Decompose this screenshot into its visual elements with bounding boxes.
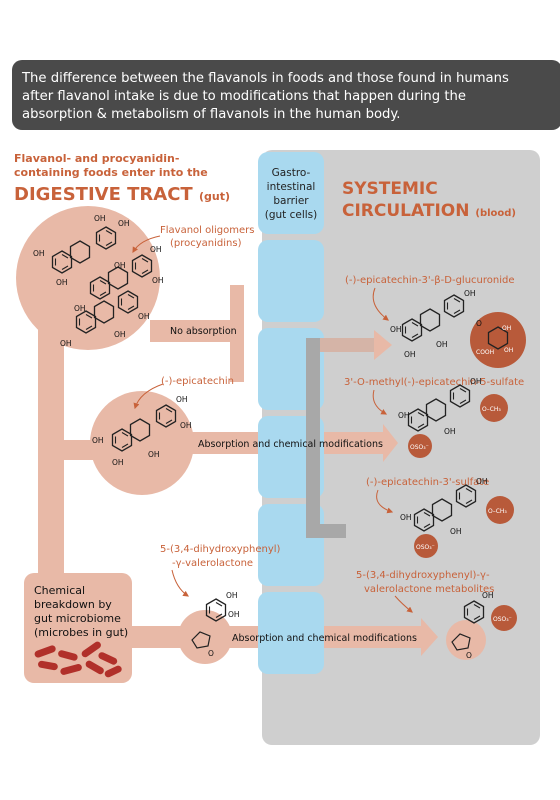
svg-text:O: O [466,651,472,660]
epicatechin-circle [90,391,194,495]
svg-text:OH: OH [176,395,188,404]
svg-text:OH: OH [504,347,513,354]
header-line-2: after flavanol intake is due to modifica… [22,89,466,104]
metabolite-4-label-1: 5-(3,4-dihydroxyphenyl)-γ- [356,570,490,581]
epicatechin-sulfate-molecule: OH OH OH OSO₃⁻ O–CH₃ [400,477,514,558]
bacteria-icons [34,641,122,678]
epicatechin-molecule: OH OH OH OH OH [92,395,192,467]
svg-text:OH: OH [152,276,164,285]
barrier-line-4: (gut cells) [265,209,318,221]
svg-text:OH: OH [56,278,68,287]
glucuronide-molecule: OH O OH OH OH COOH OH OH [390,289,526,368]
valerolactone-pointer [171,569,189,597]
circulation-arrow-1 [374,330,392,360]
svg-text:OH: OH [444,427,456,436]
digestive-tract-title-text: DIGESTIVE TRACT [14,184,193,205]
svg-text:OH: OH [436,340,448,349]
oligomers-label-2: (procyanidins) [170,238,242,249]
svg-text:O: O [476,319,482,328]
svg-text:OH: OH [470,377,482,386]
svg-text:OSO₃⁻: OSO₃⁻ [410,444,429,451]
microbiome-line-3: gut microbiome [34,612,121,625]
valerolactone-molecule: OH OH O [191,591,240,658]
metabolite-2-pointer [372,389,388,415]
svg-text:O–CH₃: O–CH₃ [482,406,501,413]
svg-text:OH: OH [112,458,124,467]
svg-text:OH: OH [450,527,462,536]
svg-text:OSO₃⁻: OSO₃⁻ [416,544,435,551]
systemic-title-2: CIRCULATION (blood) [342,201,516,221]
svg-text:OH: OH [404,350,416,359]
methyl-sulfate-molecule: OH OH OH OSO₃⁻ O–CH₃ [398,377,508,458]
gut-intro-line-2: containing foods enter into the [14,166,208,179]
microbiome-line-4: (microbes in gut) [34,626,128,639]
barrier-line-2: intestinal [267,181,316,193]
header-line-3: absorption & metabolism of flavanols in … [22,107,401,122]
svg-text:O–CH₃: O–CH₃ [488,508,507,515]
svg-text:OH: OH [92,436,104,445]
svg-text:OH: OH [226,591,238,600]
absorption-label-1: Absorption and chemical modifications [198,439,383,450]
svg-text:O: O [208,649,214,658]
oligomers-pointer [132,235,161,254]
systemic-title-1: SYSTEMIC [342,179,438,199]
svg-text:COOH: COOH [476,349,494,356]
valerolactone-metabolite-molecule: OH OSO₃⁻ O [446,591,517,660]
metabolite-1-pointer [372,287,389,321]
no-absorption-label: No absorption [170,326,237,337]
oligomers-label-1: Flavanol oligomers [160,225,254,236]
valerolactone-label-2: -γ-valerolactone [172,558,253,569]
digestive-tract-title: DIGESTIVE TRACT (gut) [14,184,230,205]
oligomer-circle [16,206,160,350]
svg-text:OH: OH [118,219,130,228]
svg-text:OH: OH [398,411,410,420]
metabolite-1-label: (-)-epicatechin-3'-β-D-glucuronide [345,275,515,286]
metabolite-4-pointer [394,595,413,613]
barrier-line-1: Gastro- [272,167,311,179]
absorption-label-2: Absorption and chemical modifications [232,633,417,644]
valerolactone-label-1: 5-(3,4-dihydroxyphenyl) [160,544,281,555]
svg-text:OH: OH [150,245,162,254]
systemic-title-suffix: (blood) [475,208,516,219]
svg-text:OH: OH [476,477,488,486]
systemic-title-2-text: CIRCULATION [342,201,469,221]
svg-text:OH: OH [390,325,402,334]
metabolite-4-label-2: valerolactone metabolites [364,584,494,595]
digestive-tract-title-suffix: (gut) [199,190,230,203]
gut-intro-line-1: Flavanol- and procyanidin- [14,152,179,165]
header-banner [12,60,560,130]
svg-text:OH: OH [114,261,126,270]
barrier-line-3: barrier [273,195,309,207]
systemic-panel [262,150,540,745]
svg-text:OH: OH [33,249,45,258]
svg-text:OH: OH [400,513,412,522]
valerolactone-circle [178,610,232,664]
no-absorption-wall [230,285,244,382]
epicatechin-pointer [133,383,164,410]
microbiome-line-1: Chemical [34,584,85,597]
svg-text:OH: OH [114,330,126,339]
header-line-1: The difference between the flavanols in … [21,71,509,86]
svg-text:OH: OH [94,214,106,223]
svg-text:OH: OH [180,421,192,430]
microbiome-line-2: breakdown by [34,598,112,611]
svg-text:OH: OH [60,339,72,348]
svg-text:OH: OH [482,591,494,600]
procyanidin-molecule: OH OH OH OH OH OH OH OH OH OH OH [33,214,164,348]
svg-text:OH: OH [502,325,511,332]
svg-text:OH: OH [464,289,476,298]
metabolite-3-pointer [376,489,394,514]
svg-text:OH: OH [228,610,240,619]
svg-text:OH: OH [138,312,150,321]
epicatechin-label: (-)-epicatechin [161,376,234,387]
svg-text:OH: OH [74,304,86,313]
svg-text:OH: OH [148,450,160,459]
metabolite-3-label: (-)-epicatechin-3'-sulfate [366,477,489,488]
svg-text:OSO₃⁻: OSO₃⁻ [493,616,512,623]
metabolite-2-label: 3'-O-methyl(-)-epicatechin-5-sulfate [344,377,524,388]
